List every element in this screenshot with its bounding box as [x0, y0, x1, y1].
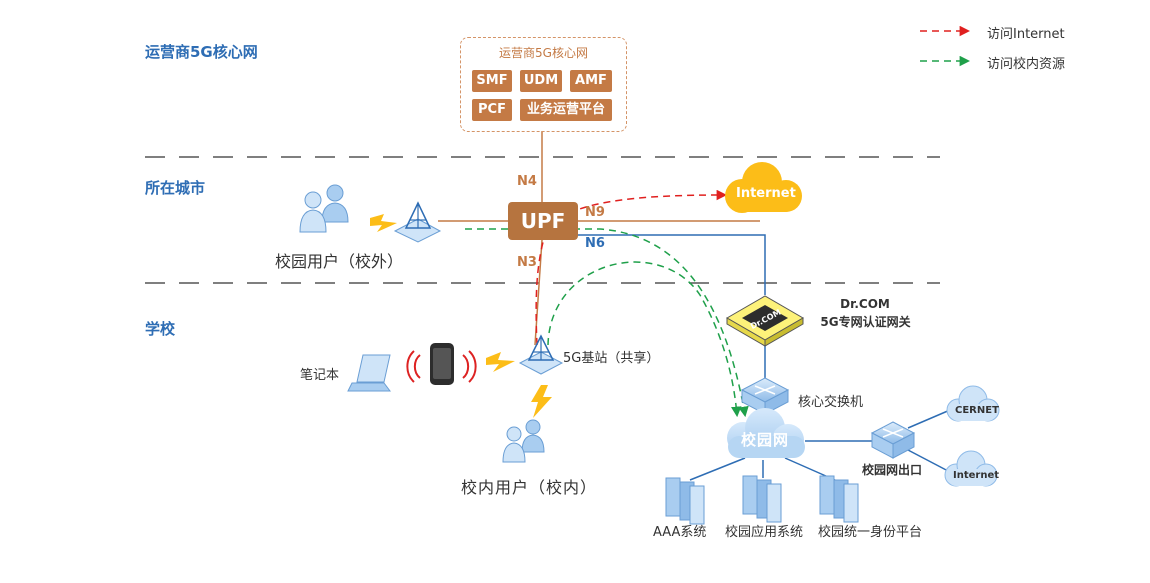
- internet-cloud-icon: [725, 162, 802, 213]
- campus-path-outside: [465, 228, 749, 418]
- zone-title-core: 运营商5G核心网: [145, 43, 258, 61]
- campus-path-inside: [547, 261, 742, 418]
- gateway-label-line1: Dr.COM: [840, 297, 890, 311]
- lightning-icon: [486, 352, 515, 372]
- zone-title-city: 所在城市: [145, 179, 206, 197]
- internet-cloud-label: Internet: [736, 186, 796, 201]
- exit-internet-link: [907, 449, 951, 473]
- upf-node: UPF: [508, 202, 578, 240]
- server-icon: [665, 477, 705, 525]
- users-outside-label: 校园用户（校外）: [275, 252, 404, 271]
- server-icon: [742, 475, 782, 523]
- nf-amf: AMF: [570, 70, 612, 92]
- users-inside-icon: [502, 419, 545, 463]
- n4-label: N4: [517, 174, 537, 189]
- lightning-icon: [531, 385, 552, 418]
- base-station-campus-icon: [518, 334, 564, 375]
- gateway-label-line2: 5G专网认证网关: [820, 315, 911, 329]
- n3-label: N3: [517, 255, 537, 270]
- legend-campus-label: 访问校内资源: [987, 57, 1066, 72]
- campus-exit-label: 校园网出口: [862, 463, 923, 477]
- base-station-label: 5G基站（共享）: [563, 351, 660, 366]
- campus-network-cloud-icon: [727, 408, 805, 458]
- drcom-gateway-icon: Dr.COM: [726, 295, 804, 347]
- cernet-label: CERNET: [955, 405, 999, 416]
- notebook-label: 笔记本: [300, 368, 340, 383]
- campus-exit-switch-icon: [870, 421, 916, 459]
- laptop-icon: [347, 354, 391, 392]
- core-network-box: 运营商5G核心网 SMF UDM AMF PCF 业务运营平台: [460, 37, 627, 132]
- lightning-icon: [370, 214, 397, 232]
- server-icon: [819, 475, 859, 523]
- nf-pcf: PCF: [472, 99, 512, 121]
- nf-udm: UDM: [520, 70, 562, 92]
- zone-title-school: 学校: [145, 320, 176, 338]
- n9-label: N9: [585, 205, 605, 220]
- n6-label: N6: [585, 236, 605, 251]
- core-switch-label: 核心交换机: [798, 395, 864, 410]
- core-switch-icon: [740, 377, 790, 415]
- campus-network-label: 校园网: [741, 431, 790, 449]
- n6-link: [578, 234, 766, 295]
- server-label-identity: 校园统一身份平台: [818, 525, 923, 540]
- cernet-cloud-icon: [946, 385, 1000, 422]
- internet-small-cloud-icon: [944, 450, 998, 487]
- nf-smf: SMF: [472, 70, 512, 92]
- internet-small-label: Internet: [953, 470, 1000, 481]
- exit-cernet-link: [907, 409, 951, 429]
- server-label-aaa: AAA系统: [653, 525, 707, 540]
- users-inside-label: 校内用户（校内）: [461, 478, 598, 497]
- core-network-title: 运营商5G核心网: [499, 46, 588, 60]
- phone-icon: [406, 343, 477, 385]
- nf-business-platform: 业务运营平台: [520, 99, 612, 121]
- users-outside-icon: [299, 184, 349, 233]
- server-label-campus-app: 校园应用系统: [725, 525, 804, 540]
- server-link: [689, 457, 746, 481]
- base-station-outside-icon: [393, 201, 442, 243]
- legend-internet-label: 访问Internet: [987, 27, 1065, 42]
